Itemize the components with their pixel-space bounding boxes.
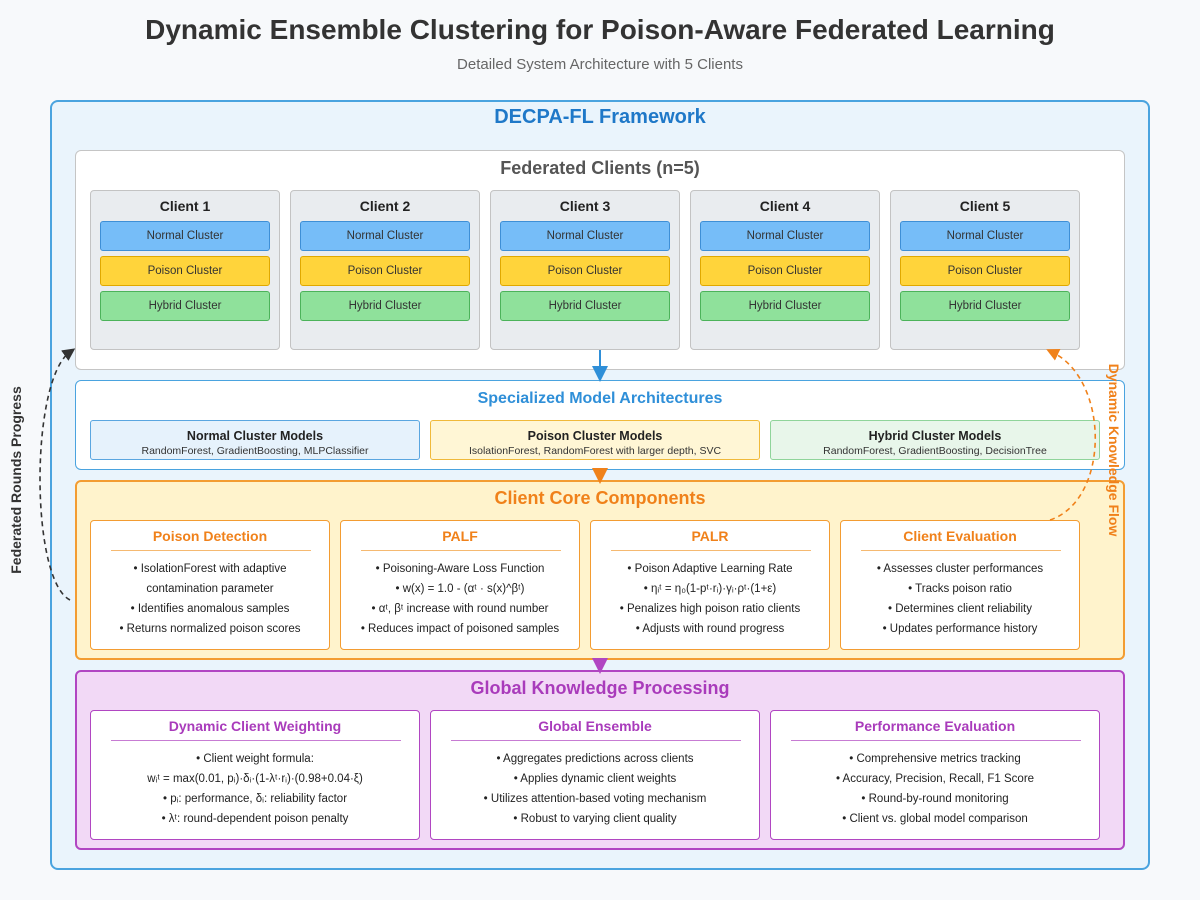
poison-cluster[interactable]: Poison Cluster [900,256,1070,286]
page-title: Dynamic Ensemble Clustering for Poison-A… [145,14,1055,45]
list-item: • Applies dynamic client weights [513,773,677,785]
hybrid-cluster[interactable]: Hybrid Cluster [300,291,470,321]
client-card-2[interactable]: Client 2 Normal Cluster Poison Cluster H… [290,190,480,350]
dynamic-client-weighting-card[interactable]: Dynamic Client Weighting • Client weight… [90,710,420,840]
component-title: Client Evaluation [903,528,1017,544]
list-item: • Adjusts with round progress [635,623,785,635]
client-evaluation-card[interactable]: Client Evaluation • Assesses cluster per… [840,520,1080,650]
hybrid-cluster[interactable]: Hybrid Cluster [100,291,270,321]
list-item: • pᵢ: performance, δᵢ: reliability facto… [162,793,348,805]
model-architectures-title: Specialized Model Architectures [477,390,723,407]
list-item: • w(x) = 1.0 - (αᵗ · s(x)^βᵗ) [395,583,525,595]
list-item: • Determines client reliability [888,603,1032,615]
client-card-4[interactable]: Client 4 Normal Cluster Poison Cluster H… [690,190,880,350]
client-name: Client 3 [559,198,611,214]
list-item: • Accuracy, Precision, Recall, F1 Score [835,773,1035,785]
divider [361,550,561,551]
normal-cluster[interactable]: Normal Cluster [100,221,270,251]
poison-cluster[interactable]: Poison Cluster [100,256,270,286]
normal-cluster[interactable]: Normal Cluster [300,221,470,251]
model-title: Normal Cluster Models [186,429,324,443]
hybrid-cluster[interactable]: Hybrid Cluster [700,291,870,321]
normal-cluster[interactable]: Normal Cluster [500,221,670,251]
divider [111,740,401,741]
list-item: • αᵗ, βᵗ increase with round number [371,603,549,615]
palf-card[interactable]: PALF • Poisoning-Aware Loss Function • w… [340,520,580,650]
list-item: • Comprehensive metrics tracking [849,753,1021,765]
model-desc: RandomForest, GradientBoosting, MLPClass… [141,445,369,457]
client-core-title: Client Core Components [494,488,706,508]
framework-title: DECPA-FL Framework [494,106,706,128]
model-desc: IsolationForest, RandomForest with large… [468,445,722,457]
component-title: Performance Evaluation [854,718,1016,734]
list-item: • Penalizes high poison ratio clients [619,603,801,615]
divider [111,550,311,551]
hybrid-cluster-models[interactable]: Hybrid Cluster Models RandomForest, Grad… [770,420,1100,460]
list-item: • Tracks poison ratio [908,583,1012,595]
list-item: • Identifies anomalous samples [130,603,290,615]
list-item: • λᵗ: round-dependent poison penalty [161,813,349,825]
performance-evaluation-card[interactable]: Performance Evaluation • Comprehensive m… [770,710,1100,840]
list-item: • Client vs. global model comparison [842,813,1028,825]
list-item: contamination parameter [146,583,274,595]
list-item: • Reduces impact of poisoned samples [360,623,560,635]
divider [791,740,1081,741]
component-title: PALR [691,528,729,544]
list-item: • Round-by-round monitoring [861,793,1009,805]
normal-cluster-models[interactable]: Normal Cluster Models RandomForest, Grad… [90,420,420,460]
poison-cluster-models[interactable]: Poison Cluster Models IsolationForest, R… [430,420,760,460]
client-card-5[interactable]: Client 5 Normal Cluster Poison Cluster H… [890,190,1080,350]
list-item: • Updates performance history [882,623,1038,635]
list-item: • IsolationForest with adaptive [133,563,287,575]
client-card-3[interactable]: Client 3 Normal Cluster Poison Cluster H… [490,190,680,350]
client-name: Client 5 [959,198,1011,214]
page-subtitle: Detailed System Architecture with 5 Clie… [457,56,743,73]
list-item: • Poisoning-Aware Loss Function [375,563,545,575]
component-title: Dynamic Client Weighting [168,718,342,734]
component-title: Poison Detection [152,528,268,544]
list-item: • Client weight formula: [196,753,314,765]
client-name: Client 2 [359,198,411,214]
model-title: Poison Cluster Models [527,429,663,443]
list-item: • ηᵢᵗ = η₀(1-pᵗ·rᵢ)·γᵢ·ρᵗ·(1+ε) [643,583,777,595]
normal-cluster[interactable]: Normal Cluster [900,221,1070,251]
list-item: • Utilizes attention-based voting mechan… [483,793,707,805]
divider [611,550,811,551]
normal-cluster[interactable]: Normal Cluster [700,221,870,251]
list-item: wᵢᵗ = max(0.01, pᵢ)·δᵢ·(1-λᵗ·rᵢ)·(0.98+0… [147,773,363,785]
federated-clients-title: Federated Clients (n=5) [500,158,700,178]
poison-cluster[interactable]: Poison Cluster [300,256,470,286]
hybrid-cluster[interactable]: Hybrid Cluster [500,291,670,321]
poison-detection-card[interactable]: Poison Detection • IsolationForest with … [90,520,330,650]
client-name: Client 4 [759,198,811,214]
dynamic-knowledge-flow-label: Dynamic Knowledge Flow [1106,363,1122,537]
divider [861,550,1061,551]
list-item: • Poison Adaptive Learning Rate [627,563,793,575]
divider [451,740,741,741]
global-knowledge-title: Global Knowledge Processing [470,678,730,698]
list-item: • Robust to varying client quality [513,813,677,825]
hybrid-cluster[interactable]: Hybrid Cluster [900,291,1070,321]
global-ensemble-card[interactable]: Global Ensemble • Aggregates predictions… [430,710,760,840]
list-item: • Assesses cluster performances [876,563,1044,575]
poison-cluster[interactable]: Poison Cluster [700,256,870,286]
model-desc: RandomForest, GradientBoosting, Decision… [823,445,1047,457]
component-title: PALF [442,528,478,544]
palr-card[interactable]: PALR • Poison Adaptive Learning Rate • η… [590,520,830,650]
model-title: Hybrid Cluster Models [868,429,1002,443]
list-item: • Aggregates predictions across clients [496,753,694,765]
component-title: Global Ensemble [538,718,652,734]
list-item: • Returns normalized poison scores [119,623,301,635]
federated-rounds-label: Federated Rounds Progress [8,386,24,574]
poison-cluster[interactable]: Poison Cluster [500,256,670,286]
client-card-1[interactable]: Client 1 Normal Cluster Poison Cluster H… [90,190,280,350]
client-name: Client 1 [159,198,211,214]
